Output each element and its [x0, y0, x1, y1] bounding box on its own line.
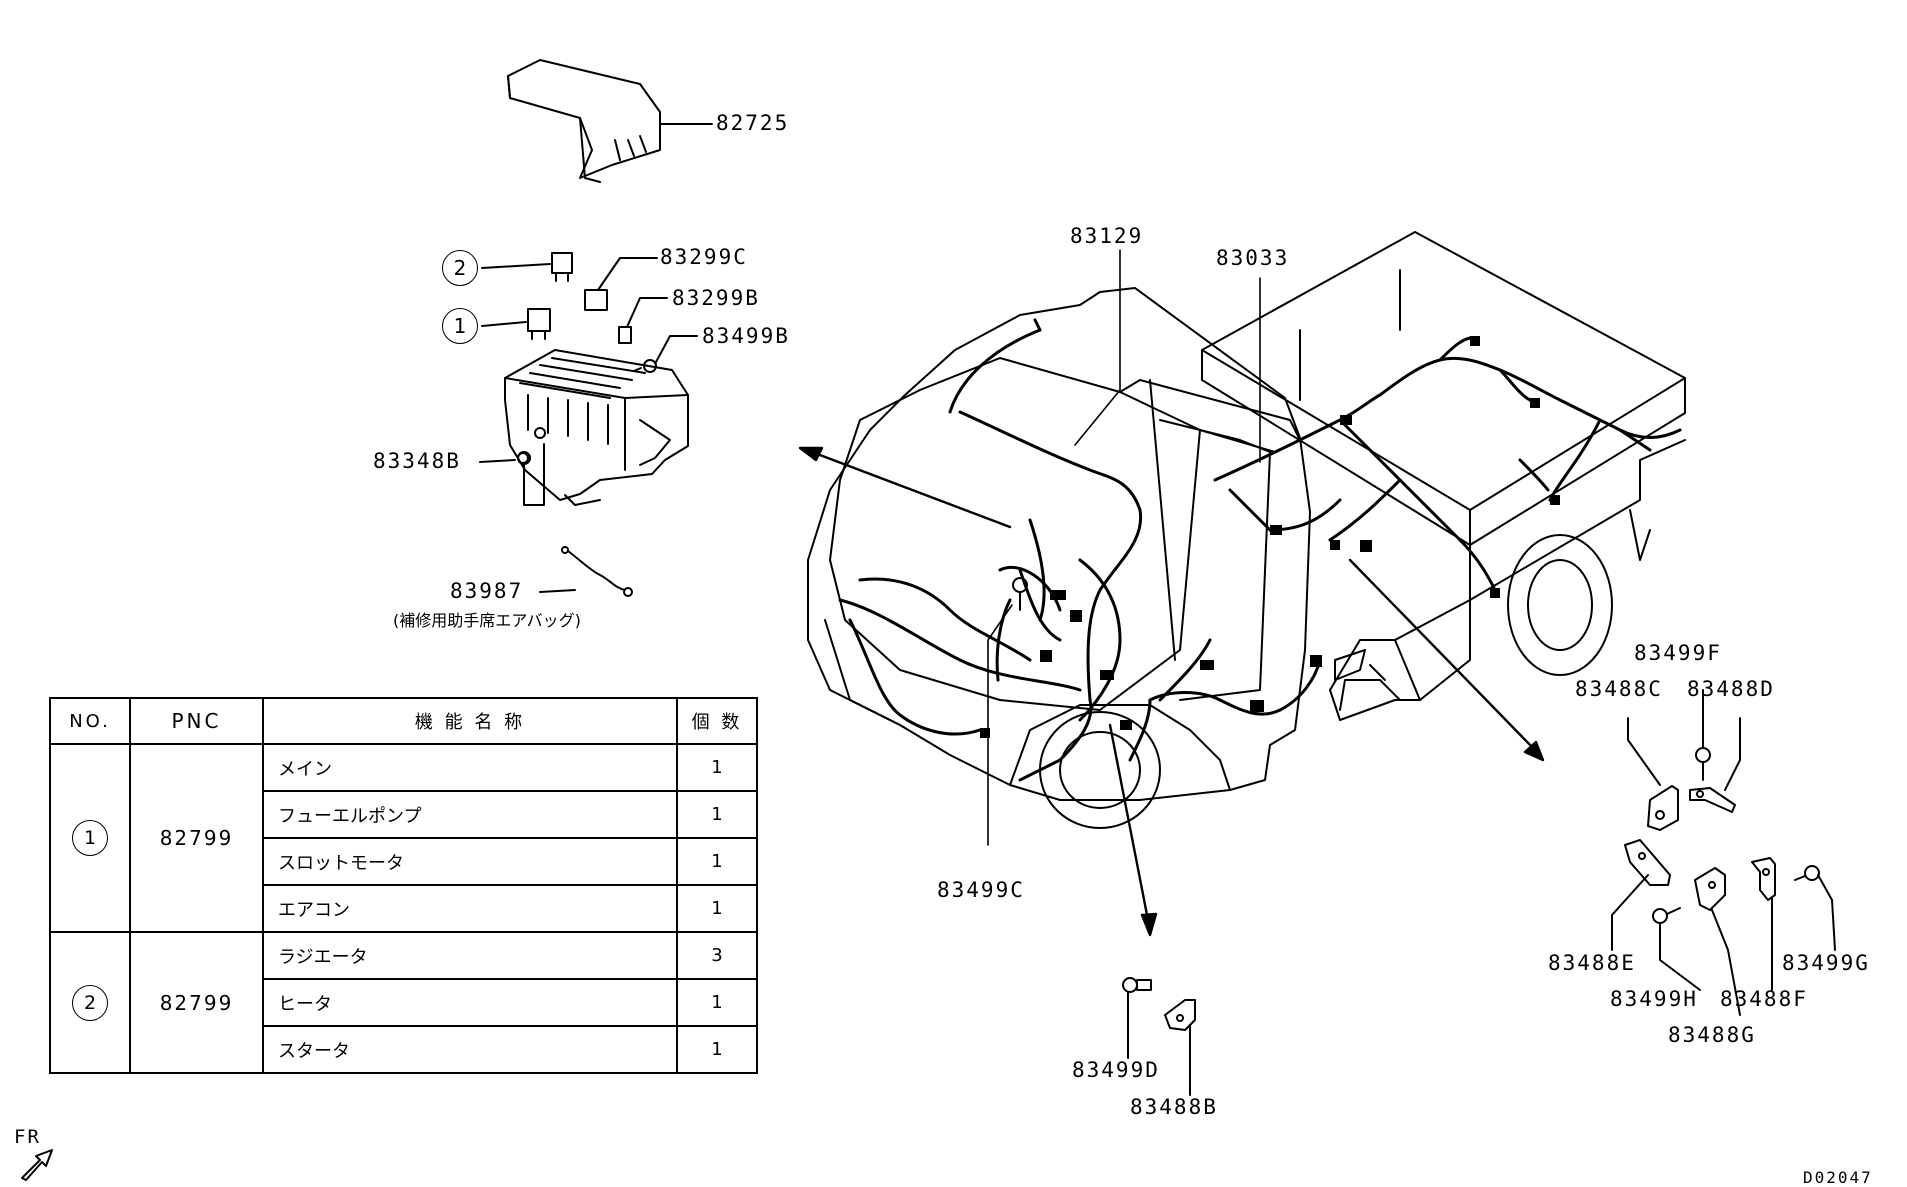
name-cell: ヒータ	[262, 978, 678, 1027]
label-83499B: 83499B	[702, 324, 790, 348]
table-header-row: NO. PNC 機 能 名 称 個 数	[49, 697, 758, 745]
qty-cell: 1	[676, 884, 758, 933]
table-row: スロットモータ 1	[50, 837, 758, 886]
label-82725: 82725	[716, 111, 790, 135]
bracket-83488D	[1689, 717, 1741, 813]
front-direction-icon	[21, 1149, 53, 1181]
name-cell: フューエルポンプ	[262, 790, 678, 839]
header-qty: 個 数	[676, 697, 758, 745]
front-direction-label: FR	[14, 1126, 41, 1148]
group-no-circle: 1	[72, 820, 108, 856]
label-83348B: 83348B	[373, 449, 461, 473]
group-no-circle: 2	[72, 984, 108, 1021]
name-cell: エアコン	[262, 884, 678, 933]
label-83488G: 83488G	[1668, 1023, 1756, 1047]
label-83488F: 83488F	[1720, 987, 1808, 1011]
harness-connectors	[980, 336, 1560, 738]
label-83499F: 83499F	[1634, 641, 1722, 665]
table-row: ヒータ 1	[50, 978, 758, 1027]
label-83499D: 83499D	[1072, 1058, 1160, 1082]
relay-1	[481, 308, 551, 340]
bolt-83348B	[479, 443, 545, 506]
truck-bed	[1201, 231, 1686, 721]
bracket-83488B	[1164, 999, 1196, 1096]
label-83987-note: (補修用助手席エアバッグ)	[393, 611, 581, 630]
bracket-83488E	[1611, 839, 1671, 951]
label-83488D: 83488D	[1687, 677, 1775, 701]
relay-legend-table: NO. PNC 機 能 名 称 個 数 1 82799 メイン 1 フューエルポ…	[49, 697, 758, 1074]
bracket-83488G	[1694, 867, 1741, 1016]
group-no-cell: 2	[49, 931, 131, 1074]
airbag-harness	[539, 546, 633, 597]
header-pnc: PNC	[129, 697, 264, 745]
fuse-box-cover	[507, 59, 713, 183]
label-83499C: 83499C	[937, 878, 1025, 902]
bracket-83488C	[1627, 717, 1679, 831]
qty-cell: 1	[676, 790, 758, 839]
bolt-83499G	[1794, 865, 1836, 951]
qty-cell: 1	[676, 1025, 758, 1074]
label-83299B: 83299B	[672, 286, 760, 310]
name-cell: メイン	[262, 743, 678, 792]
header-no: NO.	[49, 697, 131, 745]
callout-circle-1: 1	[442, 308, 478, 344]
group-pnc-cell: 82799	[129, 931, 264, 1074]
bracket-83488F	[1751, 857, 1776, 991]
direction-arrows	[798, 446, 1545, 937]
name-cell: スロットモータ	[262, 837, 678, 886]
name-cell: ラジエータ	[262, 931, 678, 980]
label-83129: 83129	[1070, 224, 1144, 248]
bolt-83499C	[1012, 577, 1028, 611]
drawing-id: D02047	[1803, 1168, 1873, 1187]
fuse-83299B	[618, 297, 668, 344]
table-row: フューエルポンプ 1	[50, 790, 758, 839]
label-83499G: 83499G	[1782, 951, 1870, 975]
leader-lines	[987, 249, 1261, 846]
relay-2	[481, 252, 573, 282]
qty-cell: 1	[676, 978, 758, 1027]
header-name: 機 能 名 称	[262, 697, 678, 745]
table-row: 1 82799 メイン 1	[49, 743, 758, 933]
table-row: エアコン 1	[50, 884, 758, 933]
bolt-83499B	[633, 335, 698, 373]
bolt-83499F	[1695, 689, 1711, 781]
name-cell: スタータ	[262, 1025, 678, 1074]
bolt-83499D	[1122, 977, 1152, 1059]
label-83299C: 83299C	[660, 245, 748, 269]
group-pnc-cell: 82799	[129, 743, 264, 933]
qty-cell: 1	[676, 837, 758, 886]
label-83499H: 83499H	[1610, 987, 1698, 1011]
qty-cell: 1	[676, 743, 758, 792]
label-83488C: 83488C	[1575, 677, 1663, 701]
callout-circle-2: 2	[442, 250, 478, 286]
label-83987: 83987	[450, 579, 524, 603]
fuse-relay-box	[504, 349, 689, 506]
bolt-83499H	[1652, 907, 1701, 991]
group-no-cell: 1	[49, 743, 131, 933]
table-row: 2 82799 ラジエータ 3	[49, 931, 758, 1074]
relay-83299C	[584, 257, 658, 311]
label-83488B: 83488B	[1130, 1095, 1218, 1119]
label-83033: 83033	[1216, 246, 1290, 270]
label-83488E: 83488E	[1548, 951, 1636, 975]
qty-cell: 3	[676, 931, 758, 980]
table-row: スタータ 1	[50, 1025, 758, 1074]
